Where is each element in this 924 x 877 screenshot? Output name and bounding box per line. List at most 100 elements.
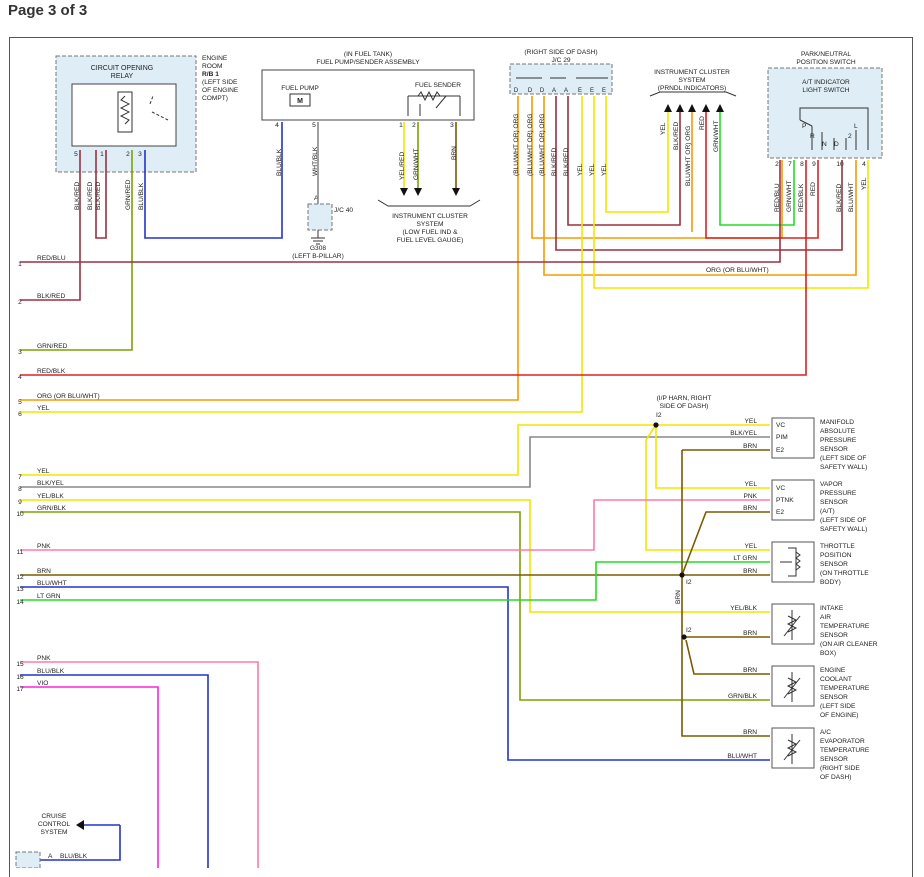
prndl-wire-label: YEL [660, 122, 667, 135]
circuit-number: 7 [18, 474, 22, 481]
cruise-label: CRUISE [42, 813, 68, 820]
ip-harness-label: (I/P HARN, RIGHT [657, 395, 712, 402]
wire-blkyel-8 [20, 436, 770, 488]
thermistor-icon [783, 734, 801, 764]
relay-pin-1: 1 [100, 151, 104, 158]
jc29-pin: E [578, 88, 582, 94]
sensor-name-line: OF ENGINE) [820, 712, 858, 719]
circuit-number: 9 [18, 499, 22, 506]
circuit-number: 4 [18, 374, 22, 381]
map-sensor-box [771, 417, 815, 459]
jc29-wire-label: BLK/RED [563, 148, 570, 176]
wire-brn-trunk [681, 450, 770, 737]
wire-ltgrn-14 [20, 561, 770, 601]
cruise-label: CONTROL [38, 821, 71, 828]
sensor-wire-label: PNK [743, 493, 757, 500]
sensor-name-line: COOLANT [820, 676, 852, 683]
pn-pin-2: 2 [775, 161, 779, 168]
wire-blkred-jc29 [555, 96, 843, 251]
wire-redblk-4 [20, 160, 807, 376]
sensor-name-line: TEMPERATURE [820, 747, 870, 754]
fuel-assembly-title-1: (IN FUEL TANK) [344, 51, 392, 58]
sensor-name-line: BODY) [820, 579, 841, 586]
wire-yelblk-9 [20, 499, 770, 613]
jc29-wire-label: BLK/RED [551, 148, 558, 176]
fuel-pin-2: 2 [412, 122, 416, 129]
relay-loc-2: ROOM [202, 63, 223, 70]
sensor-name-line: INTAKE [820, 605, 844, 612]
wire-pnk-15 [20, 661, 259, 868]
relay-wire-label: BLK/RED [95, 182, 102, 210]
sensor-wire-label: BRN [743, 443, 757, 450]
cluster-prndl-1: INSTRUMENT CLUSTER [654, 69, 730, 76]
sensor-name-line: A/C [820, 729, 831, 736]
prndl-wire-label: GRN/WHT [713, 121, 720, 153]
wire-relay-blublk [144, 122, 283, 239]
throttle-sensor-box [771, 541, 815, 583]
jc29-wire-label: (BLU/WHT OR) ORG [539, 113, 546, 176]
motor-icon: M [297, 98, 303, 105]
pn-wire-label: BLK/RED [836, 184, 843, 212]
park-neutral-switch-box [767, 67, 883, 159]
splice-dot [653, 422, 659, 428]
sensor-wire-label: BRN [743, 729, 757, 736]
circuit-number: 5 [18, 399, 22, 406]
jc29-wire-label: YEL [577, 163, 584, 176]
ground-g308: G308 [310, 245, 326, 252]
circuit-number: 12 [16, 574, 24, 581]
splice-dot [681, 634, 687, 640]
circuit-number: 1 [18, 261, 22, 268]
cluster-fuel-1: INSTRUMENT CLUSTER [392, 213, 468, 220]
sensor-name-line: POSITION [820, 552, 852, 559]
wire-brn-ect [685, 639, 770, 675]
cruise-pin: A [48, 853, 53, 860]
relay-loc-3: R/B 1 [202, 71, 219, 78]
cluster-fuel-4: FUEL LEVEL GAUGE) [397, 237, 464, 244]
prndl-wire-label: RED [699, 116, 706, 130]
circuit-number: 14 [16, 599, 24, 606]
circuit-label: YEL [37, 405, 50, 412]
jc29-pin: A [552, 88, 556, 94]
relay-wire-label: BLU/BLK [138, 182, 145, 210]
wire-org-jc29-pn [531, 96, 783, 239]
circuit-number: 15 [16, 661, 24, 668]
jc40-box [307, 203, 333, 231]
sensor-wire-label: YEL [745, 481, 758, 488]
pn-gear-p: P [802, 123, 807, 130]
sensor-name-line: (LEFT SIDE [820, 703, 856, 710]
sensor-name-line: BOX) [820, 650, 836, 657]
circuit-label: PNK [37, 543, 51, 550]
circuit-number: 3 [18, 349, 22, 356]
jc29-wire-label: (BLU/WHT OR) ORG [513, 113, 520, 176]
circuit-label: YEL/BLK [37, 493, 64, 500]
circuit-label: LT GRN [37, 593, 61, 600]
fuel-pin-5: 5 [312, 122, 316, 129]
relay-coil-winding [119, 95, 131, 125]
sensor-name-line: (ON AIR CLEANER [820, 641, 878, 648]
circuit-label: ORG (OR BLU/WHT) [37, 393, 100, 400]
fuel-wire-label: BRN [451, 146, 458, 160]
circuit-label: VIO [37, 680, 48, 687]
pn-title-2: POSITION SWITCH [796, 59, 856, 66]
relay-switch [149, 95, 169, 121]
sensor-pin-label: PIM [776, 434, 788, 441]
wire-relay-blkred-loop [95, 150, 107, 239]
sensor-name-line: SENSOR [820, 756, 848, 763]
relay-pin-2: 2 [126, 151, 130, 158]
relay-coil [117, 91, 133, 133]
fuel-pump-motor [289, 93, 311, 107]
sensor-name-line: PRESSURE [820, 437, 857, 444]
wire-grnblk-10 [20, 511, 770, 701]
circuit-label: BLU/WHT [37, 580, 67, 587]
splice-dot [679, 572, 685, 578]
sensor-name-line: SAFETY WALL) [820, 464, 867, 471]
relay-loc-1: ENGINE [202, 55, 228, 62]
jc40-pin-a: A [314, 195, 319, 202]
wire-yel-prndl [605, 96, 669, 213]
relay-loc-6: COMPT) [202, 95, 228, 102]
pn-wire-label: GRN/WHT [786, 181, 793, 213]
sensor-name-line: (RIGHT SIDE [820, 765, 860, 772]
jc29-wire-label: YEL [601, 163, 608, 176]
